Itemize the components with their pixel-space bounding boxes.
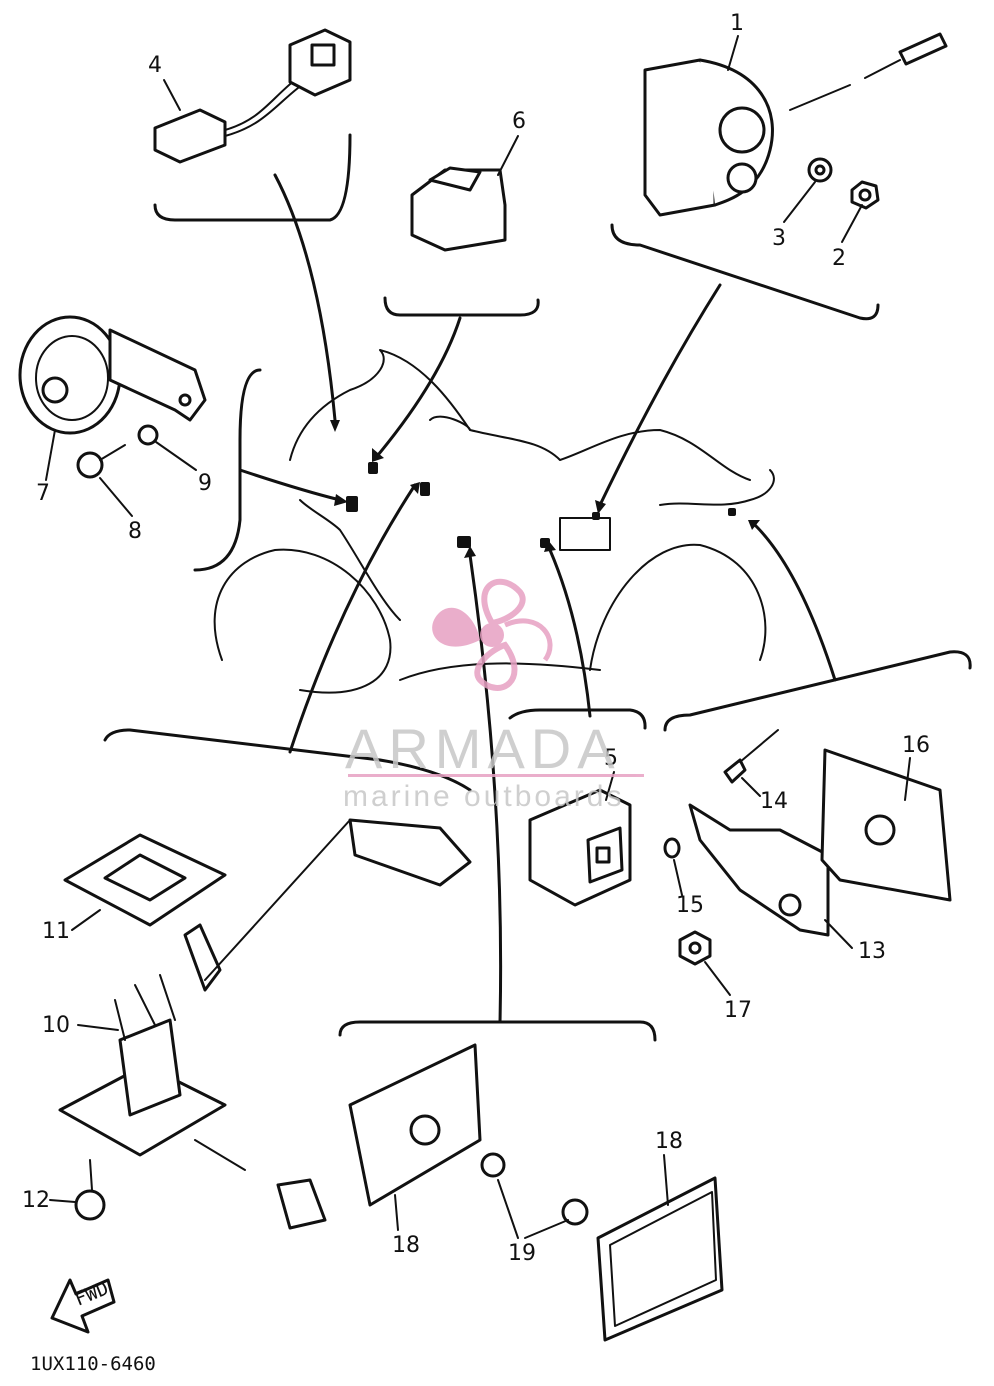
- callout-numbers: 1 2 3 4 5 6 7 8 9 10 11 12 13 14 15 16 1…: [22, 11, 930, 1266]
- callout-4: 4: [148, 53, 162, 78]
- callout-7: 7: [36, 481, 50, 506]
- motorcycle-outline: [213, 349, 775, 694]
- watermark-brand: ARMADA: [345, 717, 621, 780]
- part-reflector-16: [820, 748, 952, 902]
- part-screw-12: [74, 1159, 106, 1221]
- part-rivet-14: [723, 729, 779, 784]
- part-nut-19: [480, 1152, 589, 1226]
- callout-2: 2: [832, 246, 846, 271]
- part-reflector-18b: [596, 1176, 724, 1342]
- callout-18a: 18: [392, 1233, 420, 1258]
- part-horn: [18, 315, 207, 435]
- callout-16: 16: [902, 733, 930, 758]
- callout-8: 8: [128, 519, 142, 544]
- callout-brackets: [103, 133, 972, 1042]
- part-nut-2: [850, 180, 880, 210]
- callout-3: 3: [772, 226, 786, 251]
- part-bolt-8: [76, 444, 126, 479]
- fwd-arrow-icon: FWD: [50, 1277, 116, 1334]
- part-reflector-18a: [348, 1043, 482, 1207]
- callout-18b: 18: [655, 1129, 683, 1154]
- mount-markers: [346, 462, 736, 548]
- part-bracket-13: [688, 803, 830, 937]
- watermark-tagline: marine outboards: [343, 780, 624, 813]
- callout-19: 19: [508, 1241, 536, 1266]
- callout-17: 17: [724, 998, 752, 1023]
- callout-15: 15: [676, 893, 704, 918]
- part-nut-17: [678, 930, 712, 966]
- callout-11: 11: [42, 919, 70, 944]
- callout-14: 14: [760, 789, 788, 814]
- callout-6: 6: [512, 109, 526, 134]
- part-clip-15: [663, 837, 681, 859]
- diagram-code: 1UX110-6460: [30, 1353, 156, 1375]
- callout-12: 12: [22, 1188, 50, 1213]
- part-flasher-relay: [528, 788, 632, 907]
- callout-9: 9: [198, 471, 212, 496]
- callout-10: 10: [42, 1013, 70, 1038]
- part-gasket-11: [63, 833, 227, 927]
- part-wire-connector: [153, 28, 352, 164]
- part-washer-9: [137, 424, 159, 446]
- propeller-logo-icon: [432, 578, 553, 691]
- part-starter-relay: [643, 32, 948, 217]
- part-relay-6: [410, 166, 507, 252]
- part-fuel-sender-10: [58, 818, 472, 1230]
- part-washer-3: [807, 157, 833, 183]
- callout-13: 13: [858, 939, 886, 964]
- callout-5: 5: [604, 746, 618, 771]
- watermark: ARMADA marine outboards: [343, 578, 644, 813]
- callout-1: 1: [730, 11, 744, 36]
